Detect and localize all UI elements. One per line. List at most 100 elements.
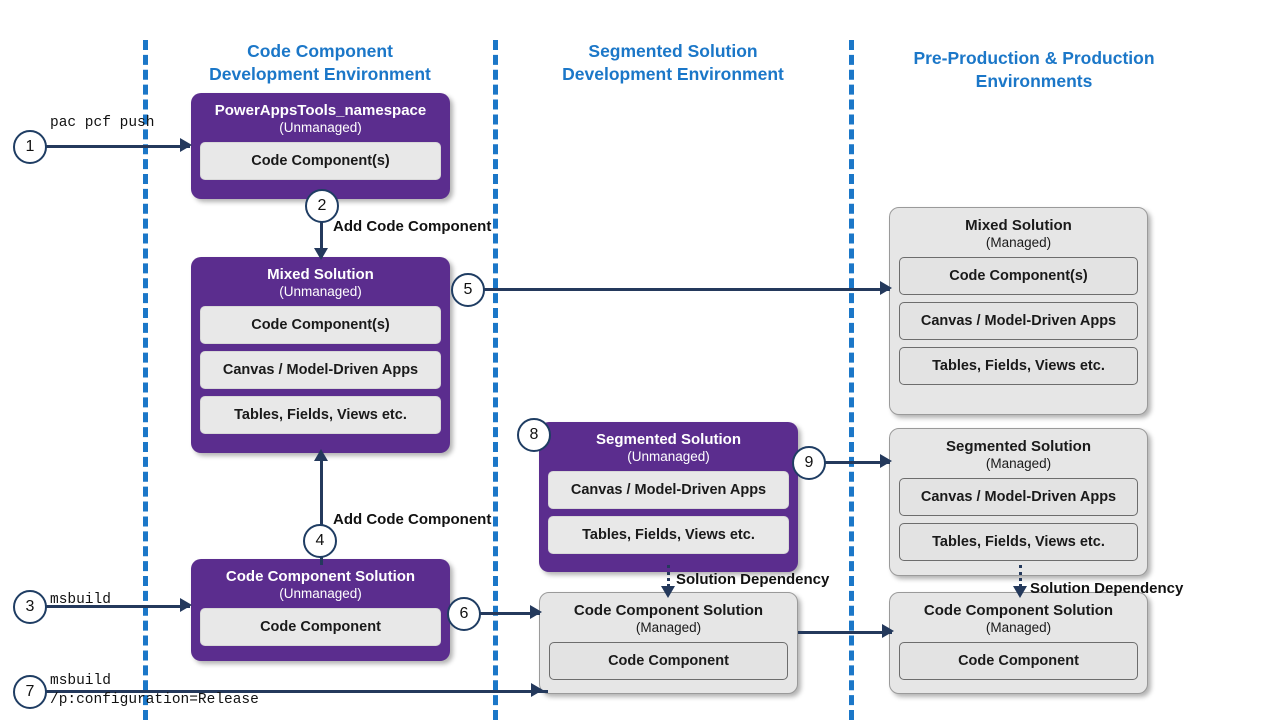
dependency-arrowhead-mid	[661, 586, 675, 598]
box-title-text: Mixed Solution	[965, 217, 1072, 234]
lane-title-line2: Development Environment	[562, 64, 784, 85]
arrowhead-step3	[180, 598, 192, 612]
box-subtitle-text: (Unmanaged)	[627, 449, 710, 464]
arrowhead-step6	[530, 605, 542, 619]
command-step3: msbuild	[50, 592, 111, 608]
connector-step5	[480, 288, 890, 291]
box-subtitle-text: (Managed)	[985, 235, 1052, 250]
box-item[interactable]: Code Component	[899, 642, 1138, 681]
label-solution-dependency-right: Solution Dependency	[1030, 580, 1184, 597]
box-item[interactable]: Code Component(s)	[200, 142, 441, 181]
box-title-text: Code Component Solution	[573, 602, 764, 619]
box-segmented-solution-managed[interactable]: Segmented Solution (Managed) Canvas / Mo…	[889, 428, 1148, 576]
box-items: Code Component	[890, 636, 1147, 689]
box-item[interactable]: Tables, Fields, Views etc.	[200, 396, 441, 435]
box-title: PowerAppsTools_namespace (Unmanaged)	[191, 93, 450, 136]
connector-step1	[42, 145, 190, 148]
dependency-line-mid	[667, 565, 670, 593]
arrowhead-code-component-solution-managed	[882, 624, 894, 638]
arrowhead-step4	[314, 449, 328, 461]
step-marker-9[interactable]: 9	[792, 446, 826, 480]
box-title-text: Mixed Solution	[267, 266, 374, 283]
box-code-component-solution-unmanaged[interactable]: Code Component Solution (Unmanaged) Code…	[191, 559, 450, 661]
box-item[interactable]: Tables, Fields, Views etc.	[899, 347, 1138, 386]
box-powerapps-tools-namespace[interactable]: PowerAppsTools_namespace (Unmanaged) Cod…	[191, 93, 450, 199]
box-title-text: Segmented Solution	[595, 431, 741, 448]
label-add-code-component-top: Add Code Component	[333, 218, 492, 235]
lane-title-line2: Development Environment	[209, 64, 431, 85]
box-item[interactable]: Code Component(s)	[200, 306, 441, 345]
connector-step3	[42, 605, 190, 608]
box-item[interactable]: Code Component	[200, 608, 441, 647]
box-code-component-solution-managed-right[interactable]: Code Component Solution (Managed) Code C…	[889, 592, 1148, 694]
box-item[interactable]: Canvas / Model-Driven Apps	[548, 471, 789, 510]
box-title-text: Code Component Solution	[225, 568, 416, 585]
arrowhead-step5	[880, 281, 892, 295]
box-items: Code Component	[191, 602, 450, 655]
box-item[interactable]: Canvas / Model-Driven Apps	[200, 351, 441, 390]
arrowhead-step7	[531, 683, 543, 697]
arrowhead-step9	[880, 454, 892, 468]
label-solution-dependency-mid: Solution Dependency	[676, 571, 830, 588]
lane-title-code-component-dev: Code Component Development Environment	[170, 40, 470, 87]
connector-step4	[320, 455, 323, 565]
box-items: Code Component(s) Canvas / Model-Driven …	[191, 300, 450, 443]
arrowhead-step1	[180, 138, 192, 152]
lane-divider-1	[143, 40, 148, 720]
box-title: Code Component Solution (Unmanaged)	[191, 559, 450, 602]
lane-title-line1: Code Component	[247, 41, 393, 61]
command-step1: pac pcf push	[50, 115, 155, 131]
lane-title-segmented-solution-dev: Segmented Solution Development Environme…	[523, 40, 823, 87]
box-item[interactable]: Tables, Fields, Views etc.	[899, 523, 1138, 562]
box-items: Canvas / Model-Driven Apps Tables, Field…	[539, 465, 798, 563]
box-title-text: Code Component Solution	[923, 602, 1114, 619]
lane-title-line2: Environments	[975, 71, 1093, 92]
box-item[interactable]: Canvas / Model-Driven Apps	[899, 302, 1138, 341]
box-title: Mixed Solution (Unmanaged)	[191, 257, 450, 300]
box-items: Canvas / Model-Driven Apps Tables, Field…	[890, 472, 1147, 570]
box-title-text: Segmented Solution	[945, 438, 1091, 455]
step-marker-7[interactable]: 7	[13, 675, 47, 709]
step-marker-6[interactable]: 6	[447, 597, 481, 631]
lane-divider-3	[849, 40, 854, 720]
box-items: Code Component(s) Canvas / Model-Driven …	[890, 251, 1147, 394]
box-code-component-solution-managed-mid[interactable]: Code Component Solution (Managed) Code C…	[539, 592, 798, 694]
step-marker-5[interactable]: 5	[451, 273, 485, 307]
box-item[interactable]: Code Component(s)	[899, 257, 1138, 296]
connector-step9	[822, 461, 890, 464]
box-title: Segmented Solution (Managed)	[890, 429, 1147, 472]
step-marker-2[interactable]: 2	[305, 189, 339, 223]
box-item[interactable]: Canvas / Model-Driven Apps	[899, 478, 1138, 517]
connector-step6	[478, 612, 540, 615]
command-step7-line1: msbuild	[50, 673, 111, 689]
step-marker-3[interactable]: 3	[13, 590, 47, 624]
box-title: Mixed Solution (Managed)	[890, 208, 1147, 251]
box-subtitle-text: (Unmanaged)	[279, 586, 362, 601]
box-title: Segmented Solution (Unmanaged)	[539, 422, 798, 465]
label-add-code-component-bottom: Add Code Component	[333, 511, 492, 528]
box-item[interactable]: Tables, Fields, Views etc.	[548, 516, 789, 555]
box-item[interactable]: Code Component	[549, 642, 788, 681]
step-marker-1[interactable]: 1	[13, 130, 47, 164]
box-subtitle-text: (Managed)	[985, 456, 1052, 471]
box-mixed-solution-unmanaged[interactable]: Mixed Solution (Unmanaged) Code Componen…	[191, 257, 450, 453]
step-marker-4[interactable]: 4	[303, 524, 337, 558]
connector-step7	[42, 690, 548, 693]
lane-divider-2	[493, 40, 498, 720]
box-subtitle-text: (Unmanaged)	[279, 120, 362, 135]
command-step7-line2: /p:configuration=Release	[50, 692, 259, 708]
box-subtitle-text: (Unmanaged)	[279, 284, 362, 299]
lane-title-preprod-prod: Pre-Production & Production Environments	[884, 47, 1184, 94]
dependency-line-right	[1019, 565, 1022, 593]
step-marker-8[interactable]: 8	[517, 418, 551, 452]
box-title: Code Component Solution (Managed)	[540, 593, 797, 636]
box-segmented-solution-unmanaged[interactable]: Segmented Solution (Unmanaged) Canvas / …	[539, 422, 798, 572]
box-items: Code Component(s)	[191, 136, 450, 189]
box-mixed-solution-managed[interactable]: Mixed Solution (Managed) Code Component(…	[889, 207, 1148, 415]
box-title: Code Component Solution (Managed)	[890, 593, 1147, 636]
connector-step2	[320, 205, 323, 257]
box-title-text: PowerAppsTools_namespace	[214, 102, 427, 119]
lane-title-line1: Segmented Solution	[588, 41, 758, 61]
box-subtitle-text: (Managed)	[635, 620, 702, 635]
